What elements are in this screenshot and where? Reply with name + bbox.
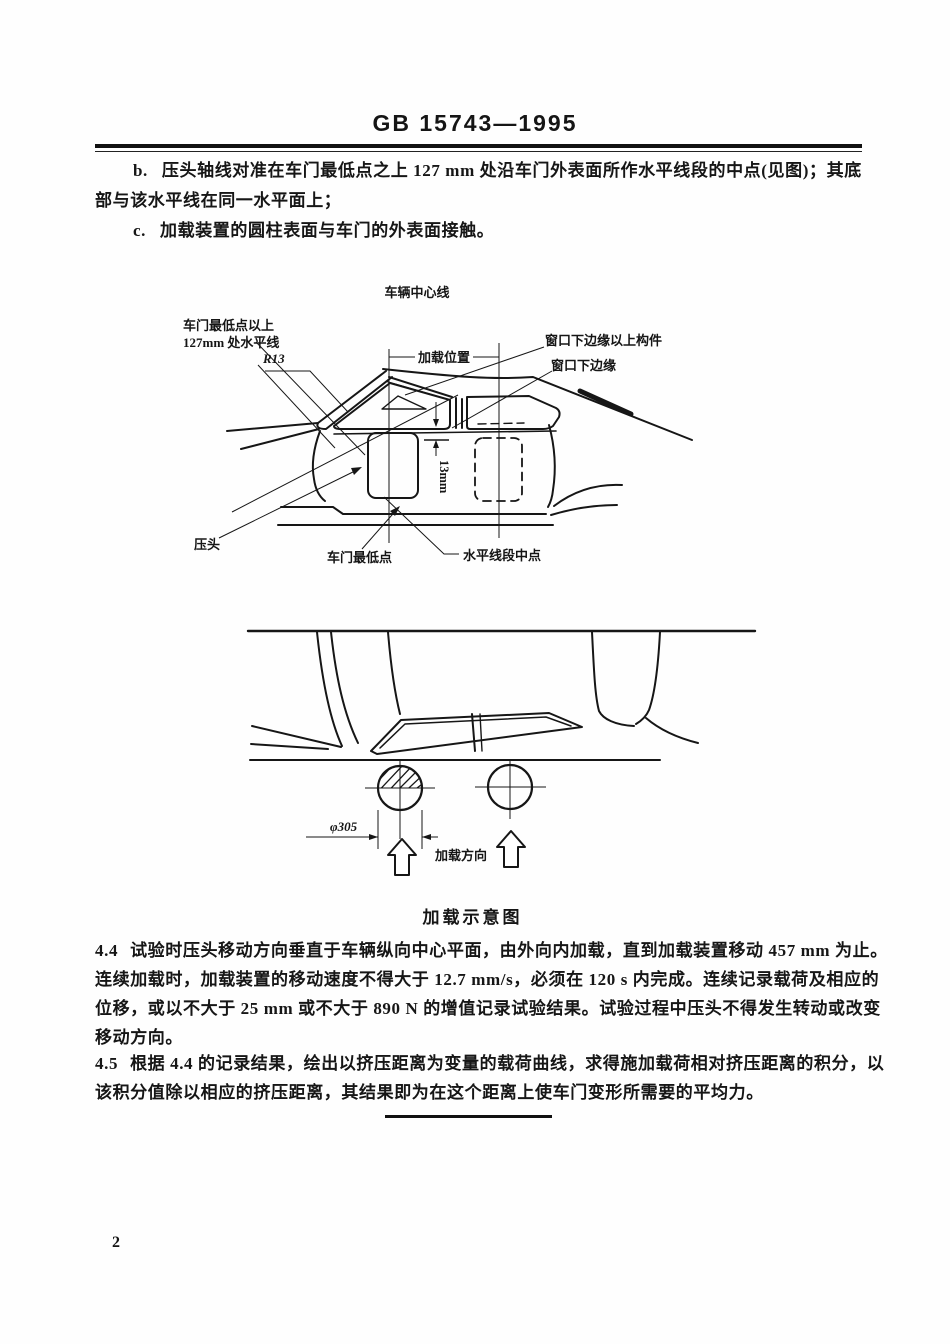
clause-4-4-line3: 位移，或以不大于 25 mm 或不大于 890 N 的增值记录试验结果。试验过程… xyxy=(95,999,881,1018)
label-member-above-window: 窗口下边缘以上构件 xyxy=(545,333,662,348)
label-diameter: φ305 xyxy=(330,819,358,834)
clause-4-4-text1: 试验时压头移动方向垂直于车辆纵向中心平面，由外向内加载，直到加载装置移动 457… xyxy=(130,941,888,960)
clause-4-5-line1: 4.5 根据 4.4 的记录结果，绘出以挤压距离为变量的载荷曲线，求得施加载荷相对… xyxy=(95,1049,884,1074)
label-load-direction: 加载方向 xyxy=(434,848,487,863)
label-horizontal-line-2: 127mm 处水平线 xyxy=(183,335,279,350)
car-plan-outline xyxy=(246,629,757,761)
diameter-dimension xyxy=(306,810,438,849)
figure-caption: 加载示意图 xyxy=(422,908,523,927)
page-number: 2 xyxy=(112,1234,120,1251)
figure2-plan-view-diagram: φ305 加载方向 xyxy=(246,629,757,876)
load-arrow-left-icon xyxy=(387,838,417,876)
label-door-lowest-point: 车门最低点 xyxy=(327,550,392,565)
load-arrow-right-icon xyxy=(496,830,526,868)
clause-c-label: c. xyxy=(133,221,146,240)
loading-cylinder-left xyxy=(365,761,435,839)
figure1-side-view-diagram: 车辆中心线 车门最低点以上 127mm 处水平线 R13 加载位置 窗口下边缘以… xyxy=(183,285,693,565)
load-direction-arrow-icons xyxy=(387,830,526,876)
label-segment-midpoint: 水平线段中点 xyxy=(463,548,541,563)
end-rule xyxy=(385,1115,552,1118)
diameter-dimension-arrowheads xyxy=(369,834,431,840)
clause-c-text: 加载装置的圆柱表面与车门的外表面接触。 xyxy=(160,221,495,240)
label-load-position: 加载位置 xyxy=(417,350,470,365)
standard-code-title: GB 15743—1995 xyxy=(372,110,578,136)
clause-c-line: c. 加载装置的圆柱表面与车门的外表面接触。 xyxy=(133,216,494,241)
clause-b-label: b. xyxy=(133,161,148,180)
clause-4-4-line4: 移动方向。 xyxy=(95,1028,183,1047)
label-horizontal-line-1: 车门最低点以上 xyxy=(183,318,274,333)
clause-4-4-line2: 连续加载时，加载装置的移动速度不得大于 12.7 mm/s，必须在 120 s … xyxy=(95,970,880,989)
clause-b-line2: 部与该水平线在同一水平面上； xyxy=(95,191,342,210)
figure1-leader-arrowheads xyxy=(351,467,400,516)
clause-4-4-number: 4.4 xyxy=(95,941,119,960)
clause-4-5-number: 4.5 xyxy=(95,1054,119,1073)
figure1-leader-lines xyxy=(218,341,553,555)
clause-4-5-text1: 根据 4.4 的记录结果，绘出以挤压距离为变量的载荷曲线，求得施加载荷相对挤压距… xyxy=(130,1054,885,1073)
clause-4-5-line2: 该积分值除以相应的挤压距离，其结果即为在这个距离上使车门变形所需要的平均力。 xyxy=(95,1083,764,1102)
label-window-lower-edge: 窗口下边缘 xyxy=(551,358,616,373)
label-vehicle-centerline: 车辆中心线 xyxy=(384,285,449,300)
header-rule xyxy=(95,144,862,148)
header-rule-thin xyxy=(95,151,862,152)
clause-b-line1: b. 压头轴线对准在车门最低点之上 127 mm 处沿车门外表面所作水平线段的中点… xyxy=(133,156,862,181)
label-r13: R13 xyxy=(262,351,285,366)
clause-b-text1: 压头轴线对准在车门最低点之上 127 mm 处沿车门外表面所作水平线段的中点(见… xyxy=(161,161,862,180)
figure1-dimension-arrowheads xyxy=(433,419,439,448)
label-13mm: 13mm xyxy=(437,460,451,494)
loading-cylinder-right xyxy=(475,761,546,819)
label-pressure-head: 压头 xyxy=(194,537,220,552)
car-body-outline xyxy=(226,368,693,526)
clause-4-4-line1: 4.4 试验时压头移动方向垂直于车辆纵向中心平面，由外向内加载，直到加载装置移动 … xyxy=(95,936,888,961)
